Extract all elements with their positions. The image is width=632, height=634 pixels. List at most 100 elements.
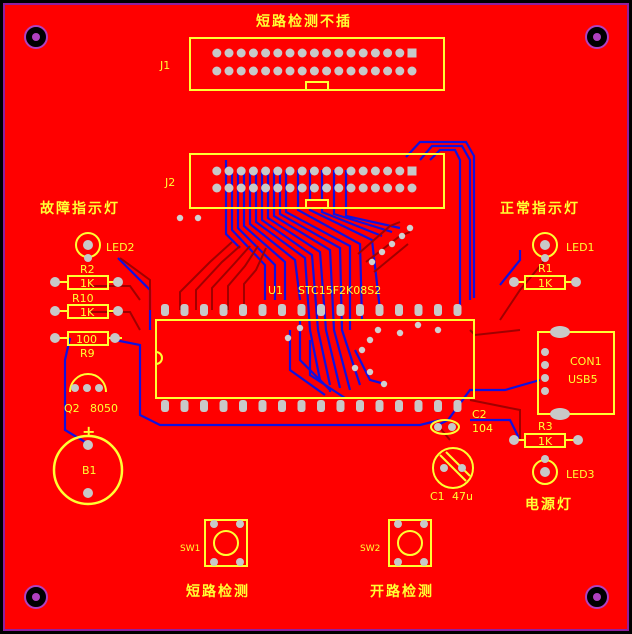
pad <box>317 304 325 316</box>
r1-val: 1K <box>538 277 553 290</box>
pad <box>334 183 344 193</box>
pad <box>212 48 222 58</box>
pad <box>358 66 368 76</box>
r3-ref: R3 <box>538 420 553 433</box>
usb-con1: CON1 USB5 <box>537 326 615 420</box>
via <box>358 346 366 354</box>
pad <box>285 166 295 176</box>
via <box>388 240 396 248</box>
pad <box>370 166 380 176</box>
pad <box>248 48 258 58</box>
pad <box>334 166 344 176</box>
pad <box>346 66 356 76</box>
pad <box>200 400 208 412</box>
pad <box>375 304 384 316</box>
r1-ref: R1 <box>538 262 553 275</box>
pad <box>200 304 208 316</box>
pad <box>297 48 307 58</box>
via <box>368 258 376 266</box>
via <box>176 214 184 222</box>
pad <box>309 66 319 76</box>
via <box>284 334 292 342</box>
r10-val: 1K <box>80 306 95 319</box>
pad <box>383 66 393 76</box>
mounting-hole <box>24 585 48 609</box>
pad <box>434 400 442 412</box>
r9-val: 100 <box>76 333 97 346</box>
pad <box>317 400 325 412</box>
led3-ref: LED3 <box>566 468 595 481</box>
pad <box>336 304 345 316</box>
mounting-hole <box>585 25 609 49</box>
fault-led-label: 故障指示灯 <box>40 200 120 217</box>
pad <box>297 400 306 412</box>
con1-ref: CON1 <box>570 355 602 368</box>
pad <box>261 166 271 176</box>
pad <box>334 48 344 58</box>
pad <box>224 183 234 193</box>
pad <box>395 400 403 412</box>
mounting-holes <box>24 25 609 609</box>
capacitor-c1: C1 47u <box>430 447 474 503</box>
r2-val: 1K <box>80 277 95 290</box>
pad <box>370 48 380 58</box>
b1-plus: + <box>82 422 95 441</box>
c1-val: 47u <box>452 490 473 503</box>
sw2-ref: SW2 <box>360 544 380 554</box>
u1-ref: U1 <box>268 284 283 297</box>
r10-ref: R10 <box>72 292 94 305</box>
capacitor-c2: C2 104 <box>430 408 493 435</box>
pad <box>395 304 403 316</box>
pad <box>258 400 267 412</box>
pad <box>261 183 271 193</box>
u1-part: STC15F2K08S2 <box>298 284 381 297</box>
pad <box>273 166 283 176</box>
pad <box>370 66 380 76</box>
q2-ref: Q2 <box>64 402 80 415</box>
pad <box>212 183 222 193</box>
b1-ref: B1 <box>82 464 97 477</box>
pad <box>395 166 405 176</box>
c1-ref: C1 <box>430 490 445 503</box>
pad <box>212 66 222 76</box>
ic-u1: U1 STC15F2K08S2 <box>155 284 475 412</box>
pad <box>219 400 228 412</box>
pad <box>407 183 417 193</box>
pad <box>309 183 319 193</box>
pad <box>453 400 462 412</box>
pad <box>273 48 283 58</box>
pad <box>358 48 368 58</box>
via <box>194 214 202 222</box>
pad <box>356 304 364 316</box>
pad <box>212 166 222 176</box>
pad <box>278 304 286 316</box>
pad <box>261 48 271 58</box>
resistor-r1: R1 1K <box>509 262 581 290</box>
switch-sw1: SW1 <box>180 519 248 567</box>
open-detect-label: 开路检测 <box>370 583 434 600</box>
pad <box>180 304 189 316</box>
header-j2: J2 <box>164 153 445 209</box>
via <box>396 329 404 337</box>
pad <box>236 183 246 193</box>
pad <box>224 166 234 176</box>
resistor-r2: R2 1K <box>50 263 123 290</box>
pad <box>236 48 246 58</box>
con1-part: USB5 <box>568 373 598 386</box>
pad <box>336 400 345 412</box>
via <box>406 224 414 232</box>
pad <box>297 166 307 176</box>
pad <box>261 66 271 76</box>
resistor-r3: R3 1K <box>509 420 583 448</box>
pad <box>356 400 364 412</box>
pad <box>358 166 368 176</box>
r9-ref: R9 <box>80 347 95 360</box>
via <box>366 368 374 376</box>
resistor-r9: 100 R9 <box>50 331 122 360</box>
led3: LED3 <box>532 455 595 485</box>
pad <box>383 183 393 193</box>
via <box>434 326 442 334</box>
pad <box>297 304 306 316</box>
via <box>398 232 406 240</box>
